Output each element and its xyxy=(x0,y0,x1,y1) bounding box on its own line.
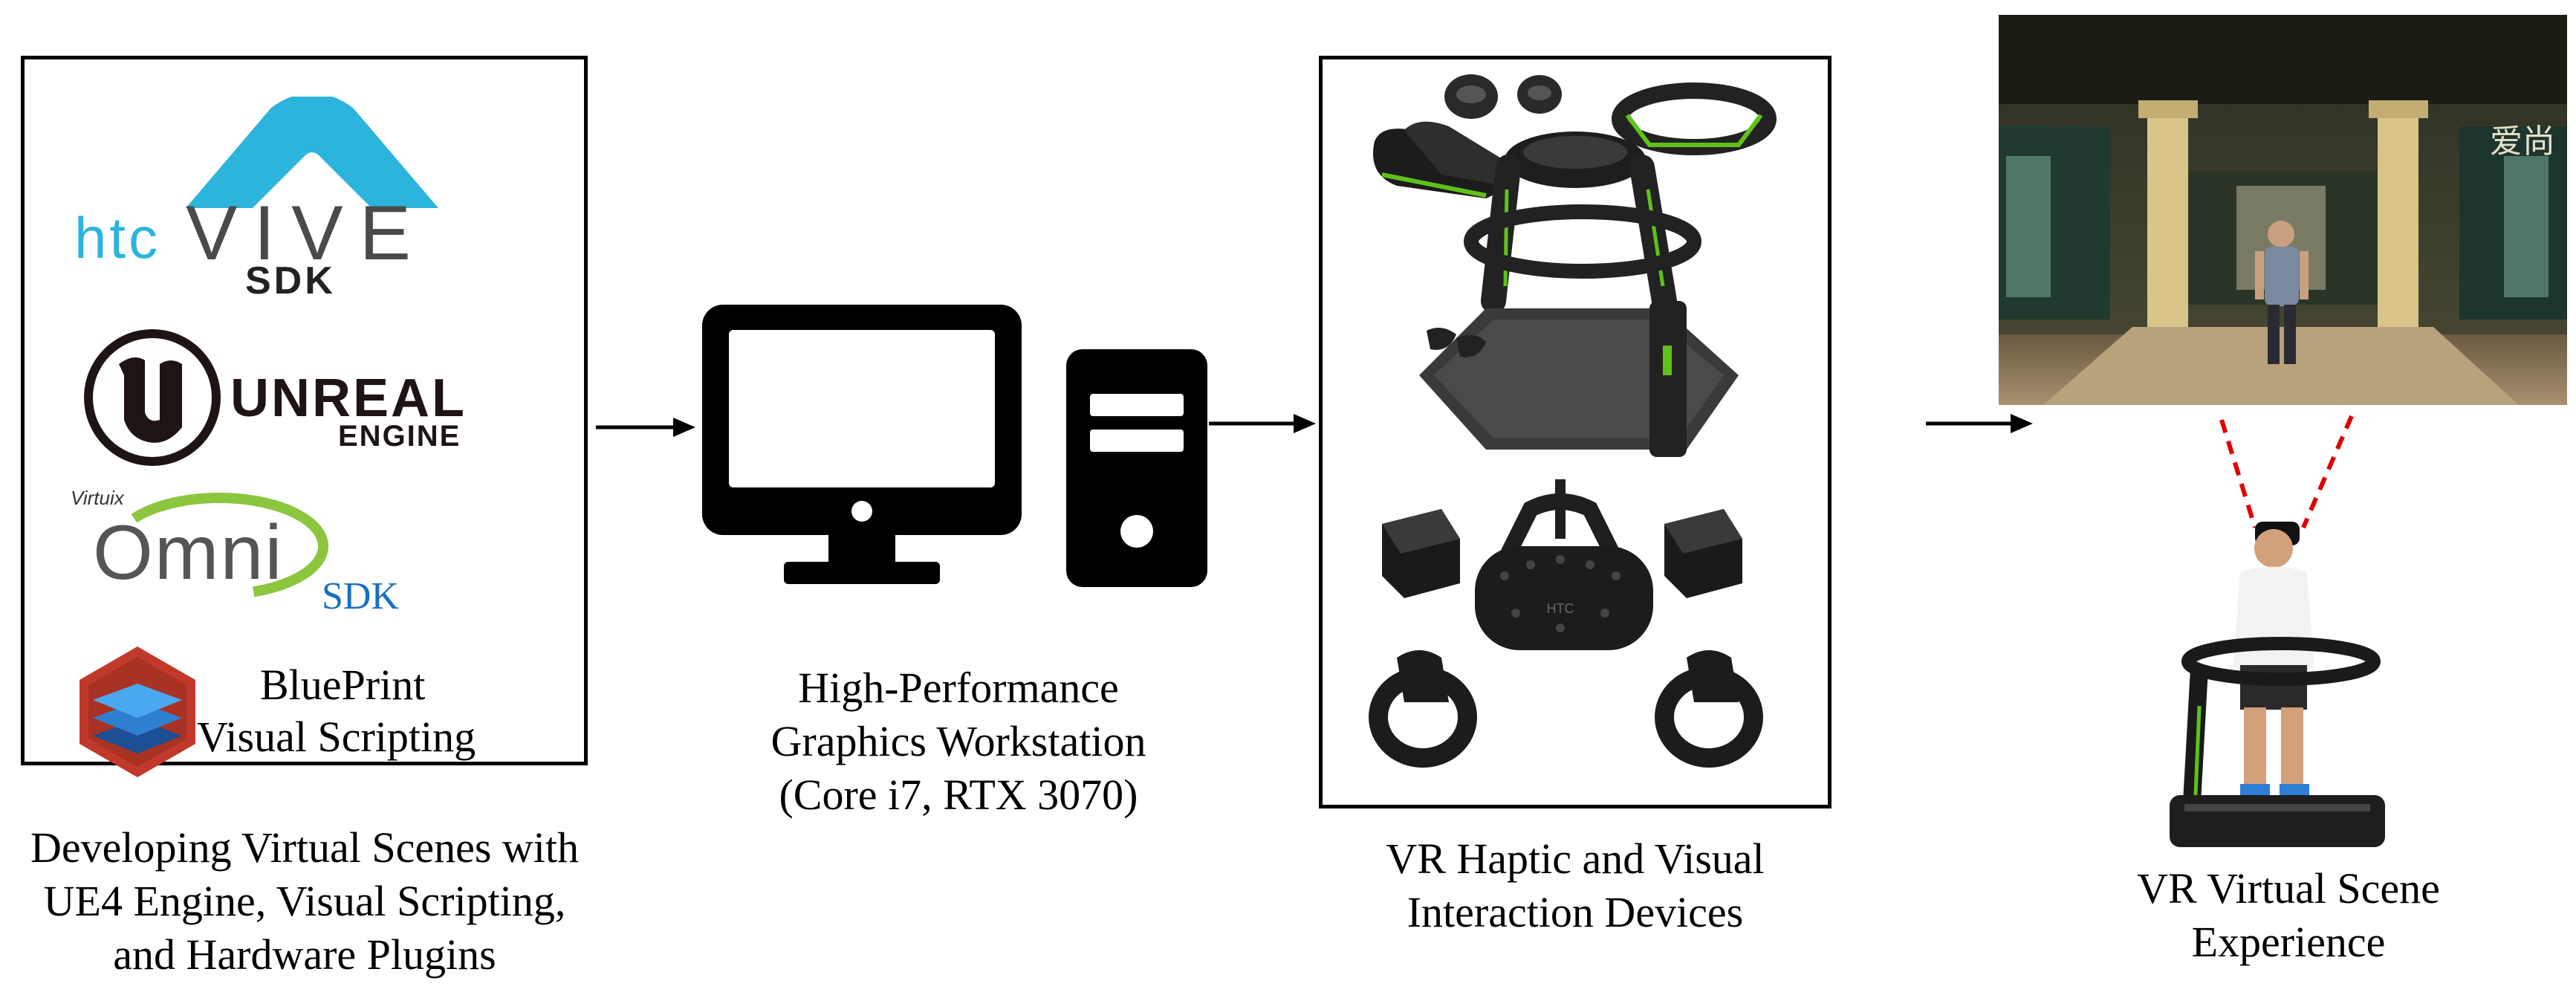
vive-controller-left-icon xyxy=(1369,650,1477,768)
pillar-left-icon xyxy=(2138,100,2198,342)
user-figure-icon xyxy=(2233,522,2314,797)
unreal-engine-logo: UNREAL ENGINE xyxy=(78,323,568,472)
unreal-u-icon xyxy=(84,329,221,466)
virtuix-maker-text: Virtuix xyxy=(71,487,124,509)
pillar-right-icon xyxy=(2369,100,2428,342)
htc-brand-text: htc xyxy=(74,205,161,270)
pc-tower-icon xyxy=(1066,349,1207,587)
omni-treadmill-icon xyxy=(1419,132,1739,457)
vr-user-photo xyxy=(2170,522,2385,847)
arrow-software-to-workstation xyxy=(596,418,695,437)
workstation-caption-line-1: High-Performance xyxy=(798,664,1119,712)
devices-caption: VR Haptic and Visual Interaction Devices xyxy=(1315,832,1835,939)
omni-product-text: Omni xyxy=(93,510,284,596)
vive-arc-icon xyxy=(186,97,438,208)
experience-caption-line-1: VR Virtual Scene xyxy=(2137,864,2440,913)
workstation-caption-line-3: (Core i7, RTX 3070) xyxy=(779,771,1138,819)
software-caption-line-1: Developing Virtual Scenes with xyxy=(30,823,580,872)
blueprint-subtitle-text: Visual Scripting xyxy=(197,713,476,761)
workstation-caption-line-2: Graphics Workstation xyxy=(770,717,1146,765)
virtuix-omni-logo: Virtuix Omni SDK xyxy=(71,487,487,620)
monitor-icon xyxy=(702,305,1022,584)
omni-harness-icon xyxy=(1612,82,1777,155)
blueprint-layers-icon xyxy=(80,646,195,777)
experience-caption: VR Virtual Scene Experience xyxy=(2051,862,2526,969)
unreal-engine-text: ENGINE xyxy=(338,420,461,453)
unreal-title-text: UNREAL xyxy=(230,369,467,428)
workstation-illustration xyxy=(702,305,1207,587)
avatar-figure-icon xyxy=(2255,221,2309,364)
omni-treadmill-user-icon xyxy=(2170,637,2385,847)
arrow-workstation-to-devices xyxy=(1209,414,1316,433)
software-caption-line-2: UE4 Engine, Visual Scripting, xyxy=(43,877,566,925)
headset-brand-text: HTC xyxy=(1547,601,1574,616)
arrow-devices-to-experience xyxy=(1926,414,2033,433)
software-caption: Developing Virtual Scenes with UE4 Engin… xyxy=(0,821,609,982)
vive-controller-right-icon xyxy=(1655,650,1763,768)
workstation-caption: High-Performance Graphics Workstation (C… xyxy=(698,661,1219,822)
devices-caption-line-1: VR Haptic and Visual xyxy=(1386,834,1765,883)
virtual-scene-screenshot: 爱尚 xyxy=(1999,15,2567,405)
vive-product-text: VIVE xyxy=(186,190,427,276)
vive-sdk-text: SDK xyxy=(245,259,336,302)
htc-vive-logo: htc VIVE SDK xyxy=(74,97,550,305)
tracking-pod-icon xyxy=(1444,74,1562,119)
devices-caption-line-2: Interaction Devices xyxy=(1407,888,1744,936)
omni-sdk-text: SDK xyxy=(322,575,400,618)
omni-ring-icon xyxy=(108,491,330,601)
blueprint-title-text: BluePrint xyxy=(260,661,426,709)
devices-illustration: HTC xyxy=(1369,74,1777,768)
view-direction-lines xyxy=(2219,415,2354,529)
omni-shoes-icon xyxy=(1373,121,1519,198)
vive-headset-icon xyxy=(1475,479,1653,650)
scene-sign-text: 爱尚 xyxy=(2490,123,2555,161)
base-station-left-icon xyxy=(1382,509,1460,598)
base-station-right-icon xyxy=(1664,509,1742,598)
blueprint-logo: BluePrint Visual Scripting xyxy=(71,645,502,779)
software-caption-line-3: and Hardware Plugins xyxy=(113,930,496,979)
experience-caption-line-2: Experience xyxy=(2191,918,2386,966)
